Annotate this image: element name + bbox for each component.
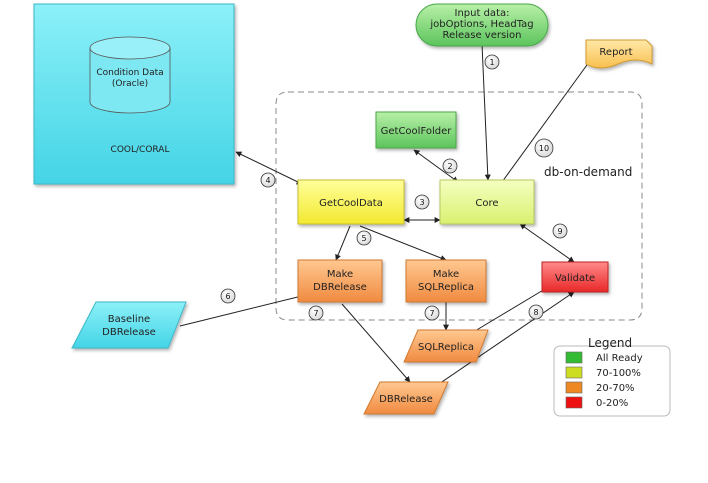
make-dbrelease-line-2: DBRelease (313, 282, 367, 293)
db-on-demand-region (275, 91, 643, 321)
svg-text:1: 1 (489, 58, 494, 67)
step-9: 9 (552, 223, 568, 239)
report-node: Report (585, 39, 653, 69)
sqlreplica-label: SQLReplica (418, 342, 474, 353)
legend: Legend All Ready 70-100% 20-70% 0-20% (553, 336, 671, 417)
cool-coral-box: Condition Data (Oracle) COOL/CORAL (33, 3, 235, 185)
input-line-1: Input data: (455, 8, 510, 19)
svg-text:10: 10 (539, 144, 549, 153)
legend-label-3: 0-20% (596, 398, 628, 409)
step-2: 2 (442, 158, 458, 174)
make-dbrelease-node: Make DBRelease (297, 259, 383, 303)
make-dbrelease-line-1: Make (327, 269, 353, 280)
step-1: 1 (484, 54, 500, 70)
dbrelease-node: DBRelease (363, 381, 449, 415)
make-sqlreplica-line-2: SQLReplica (418, 282, 474, 293)
input-line-3: Release version (443, 30, 522, 41)
dbrelease-label: DBRelease (379, 394, 433, 405)
step-7a: 7 (308, 305, 324, 321)
legend-label-2: 20-70% (596, 383, 635, 394)
step-4: 4 (260, 172, 276, 188)
getcoolfolder-label: GetCoolFolder (381, 126, 453, 137)
step-10: 10 (534, 138, 554, 158)
svg-text:8: 8 (533, 308, 538, 317)
step-5: 5 (356, 230, 372, 246)
report-label: Report (599, 47, 632, 58)
svg-text:7: 7 (313, 309, 318, 318)
validate-label: Validate (555, 273, 595, 284)
getcooldata-label: GetCoolData (319, 198, 383, 209)
legend-label-0: All Ready (596, 353, 643, 364)
getcoolfolder-node: GetCoolFolder (375, 111, 457, 149)
input-line-2: jobOptions, HeadTag (429, 19, 533, 30)
validate-node: Validate (541, 261, 609, 293)
db-subtitle: (Oracle) (112, 79, 148, 89)
core-node: Core (439, 179, 535, 225)
sqlreplica-node: SQLReplica (403, 329, 489, 363)
legend-swatch-2 (565, 381, 583, 394)
svg-text:4: 4 (265, 176, 270, 185)
step-6: 6 (220, 288, 236, 304)
step-7b: 7 (424, 305, 440, 321)
make-sqlreplica-line-1: Make (433, 269, 459, 280)
svg-text:9: 9 (557, 227, 562, 236)
make-sqlreplica-node: Make SQLReplica (405, 259, 487, 303)
legend-title: Legend (588, 336, 632, 350)
svg-text:3: 3 (419, 198, 424, 207)
svg-text:6: 6 (225, 292, 230, 301)
legend-swatch-1 (565, 366, 583, 379)
getcooldata-node: GetCoolData (297, 179, 405, 225)
step-8: 8 (528, 304, 544, 320)
svg-text:2: 2 (447, 162, 452, 171)
svg-text:5: 5 (361, 234, 366, 243)
core-label: Core (475, 198, 498, 209)
db-on-demand-label: db-on-demand (544, 165, 632, 179)
baseline-dbrelease-node: Baseline DBRelease (71, 301, 187, 349)
legend-swatch-3 (565, 396, 583, 409)
database-icon: Condition Data (Oracle) (89, 36, 171, 114)
baseline-line-1: Baseline (108, 314, 150, 325)
step-3: 3 (414, 194, 430, 210)
connectors (179, 43, 593, 391)
legend-swatch-0 (565, 351, 583, 364)
cool-coral-label: COOL/CORAL (111, 145, 170, 155)
legend-label-1: 70-100% (596, 368, 641, 379)
db-title: Condition Data (96, 68, 163, 78)
baseline-line-2: DBRelease (102, 327, 156, 338)
input-data-node: Input data: jobOptions, HeadTag Release … (415, 3, 549, 47)
svg-text:7: 7 (429, 309, 434, 318)
